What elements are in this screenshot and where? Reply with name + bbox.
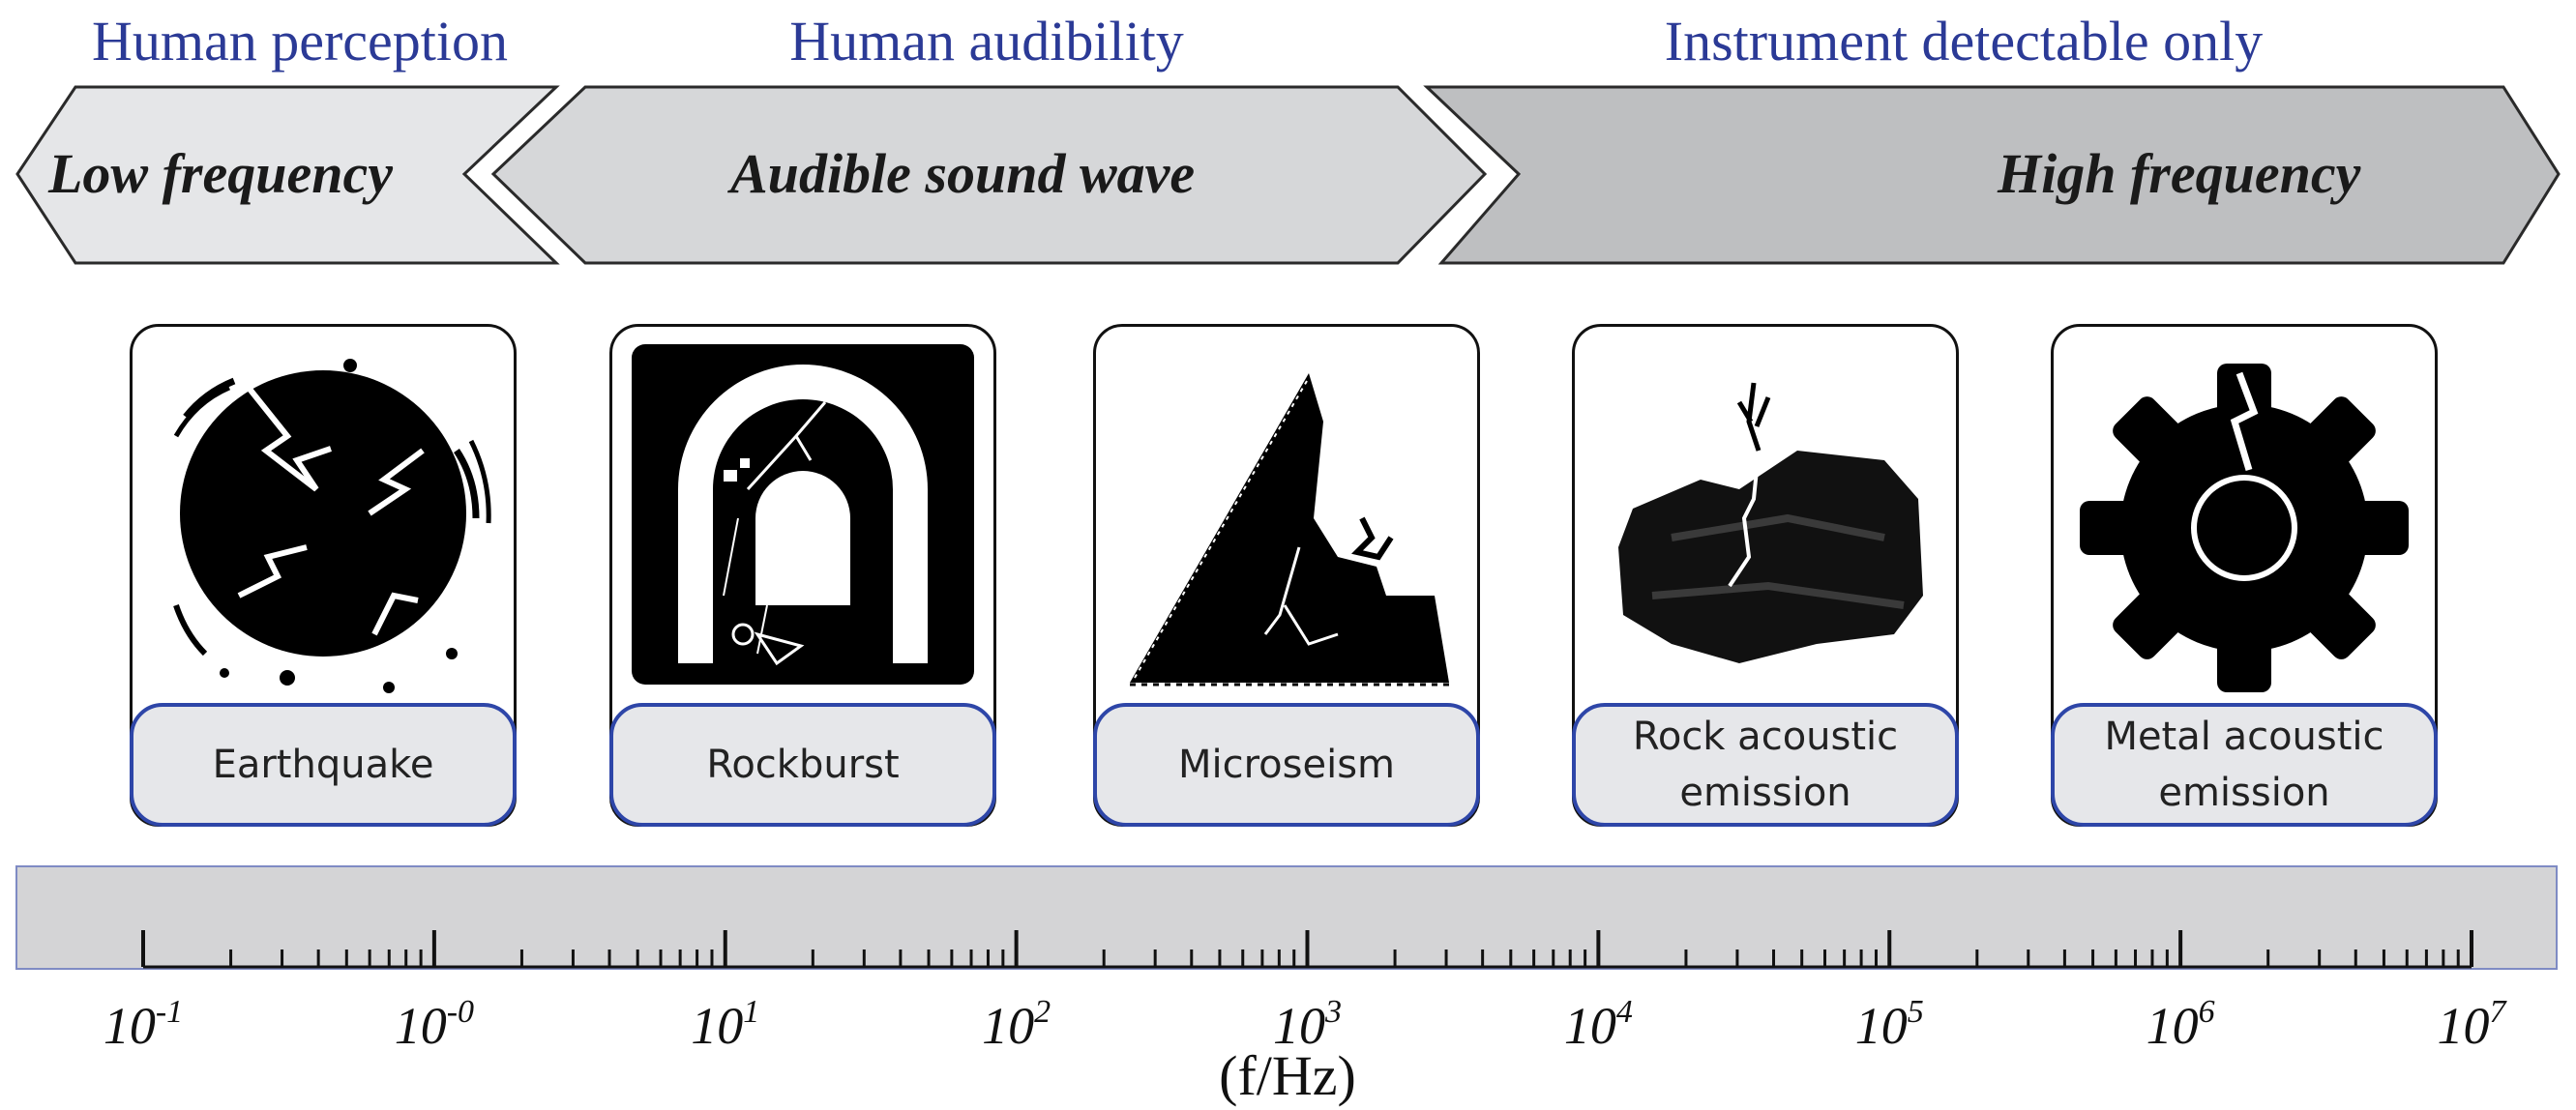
tick-label: 102 xyxy=(982,994,1051,1055)
tick-label: 104 xyxy=(1563,994,1633,1055)
tick-label: 101 xyxy=(691,994,760,1055)
audible-sound-arrow xyxy=(490,85,1488,265)
low-frequency-label: Low frequency xyxy=(48,142,393,205)
earthquake-card: Earthquake xyxy=(130,324,517,827)
category-human-perception: Human perception xyxy=(91,10,508,73)
audible-sound-wave-label: Audible sound wave xyxy=(730,142,1196,205)
microseism-caption: Microseism xyxy=(1093,703,1480,827)
rock-slope-icon xyxy=(1130,373,1449,686)
tick-label: 105 xyxy=(1854,994,1924,1055)
cracked-gear-icon xyxy=(2080,364,2409,692)
low-frequency-arrow xyxy=(15,85,560,265)
microseism-card: Microseism xyxy=(1093,324,1480,827)
earthquake-caption: Earthquake xyxy=(130,703,517,827)
category-instrument-detectable: Instrument detectable only xyxy=(1664,10,2264,73)
frequency-band-arrows xyxy=(15,85,2561,265)
frequency-axis-band xyxy=(15,865,2558,970)
tick-label: 10-0 xyxy=(394,994,475,1055)
tick-label: 107 xyxy=(2437,994,2506,1055)
rockburst-card: Rockburst xyxy=(609,324,996,827)
high-frequency-arrow xyxy=(1423,85,2561,265)
axis-title: (f/Hz) xyxy=(1219,1044,1356,1107)
rock-acoustic-emission-card: Rock acoustic emission xyxy=(1572,324,1959,827)
cracked-globe-icon xyxy=(173,359,491,693)
rockburst-caption: Rockburst xyxy=(609,703,996,827)
high-frequency-label: High frequency xyxy=(1998,142,2361,205)
metal-acoustic-emission-caption: Metal acoustic emission xyxy=(2051,703,2438,827)
rock-acoustic-emission-caption: Rock acoustic emission xyxy=(1572,703,1959,827)
tick-label: 106 xyxy=(2146,994,2215,1055)
tick-label: 10-1 xyxy=(103,994,184,1055)
category-human-audibility: Human audibility xyxy=(789,10,1184,73)
cracked-rock-icon xyxy=(1618,382,1923,663)
tunnel-rockburst-icon xyxy=(632,344,974,685)
tick-label: 103 xyxy=(1273,994,1342,1055)
metal-acoustic-emission-card: Metal acoustic emission xyxy=(2051,324,2438,827)
